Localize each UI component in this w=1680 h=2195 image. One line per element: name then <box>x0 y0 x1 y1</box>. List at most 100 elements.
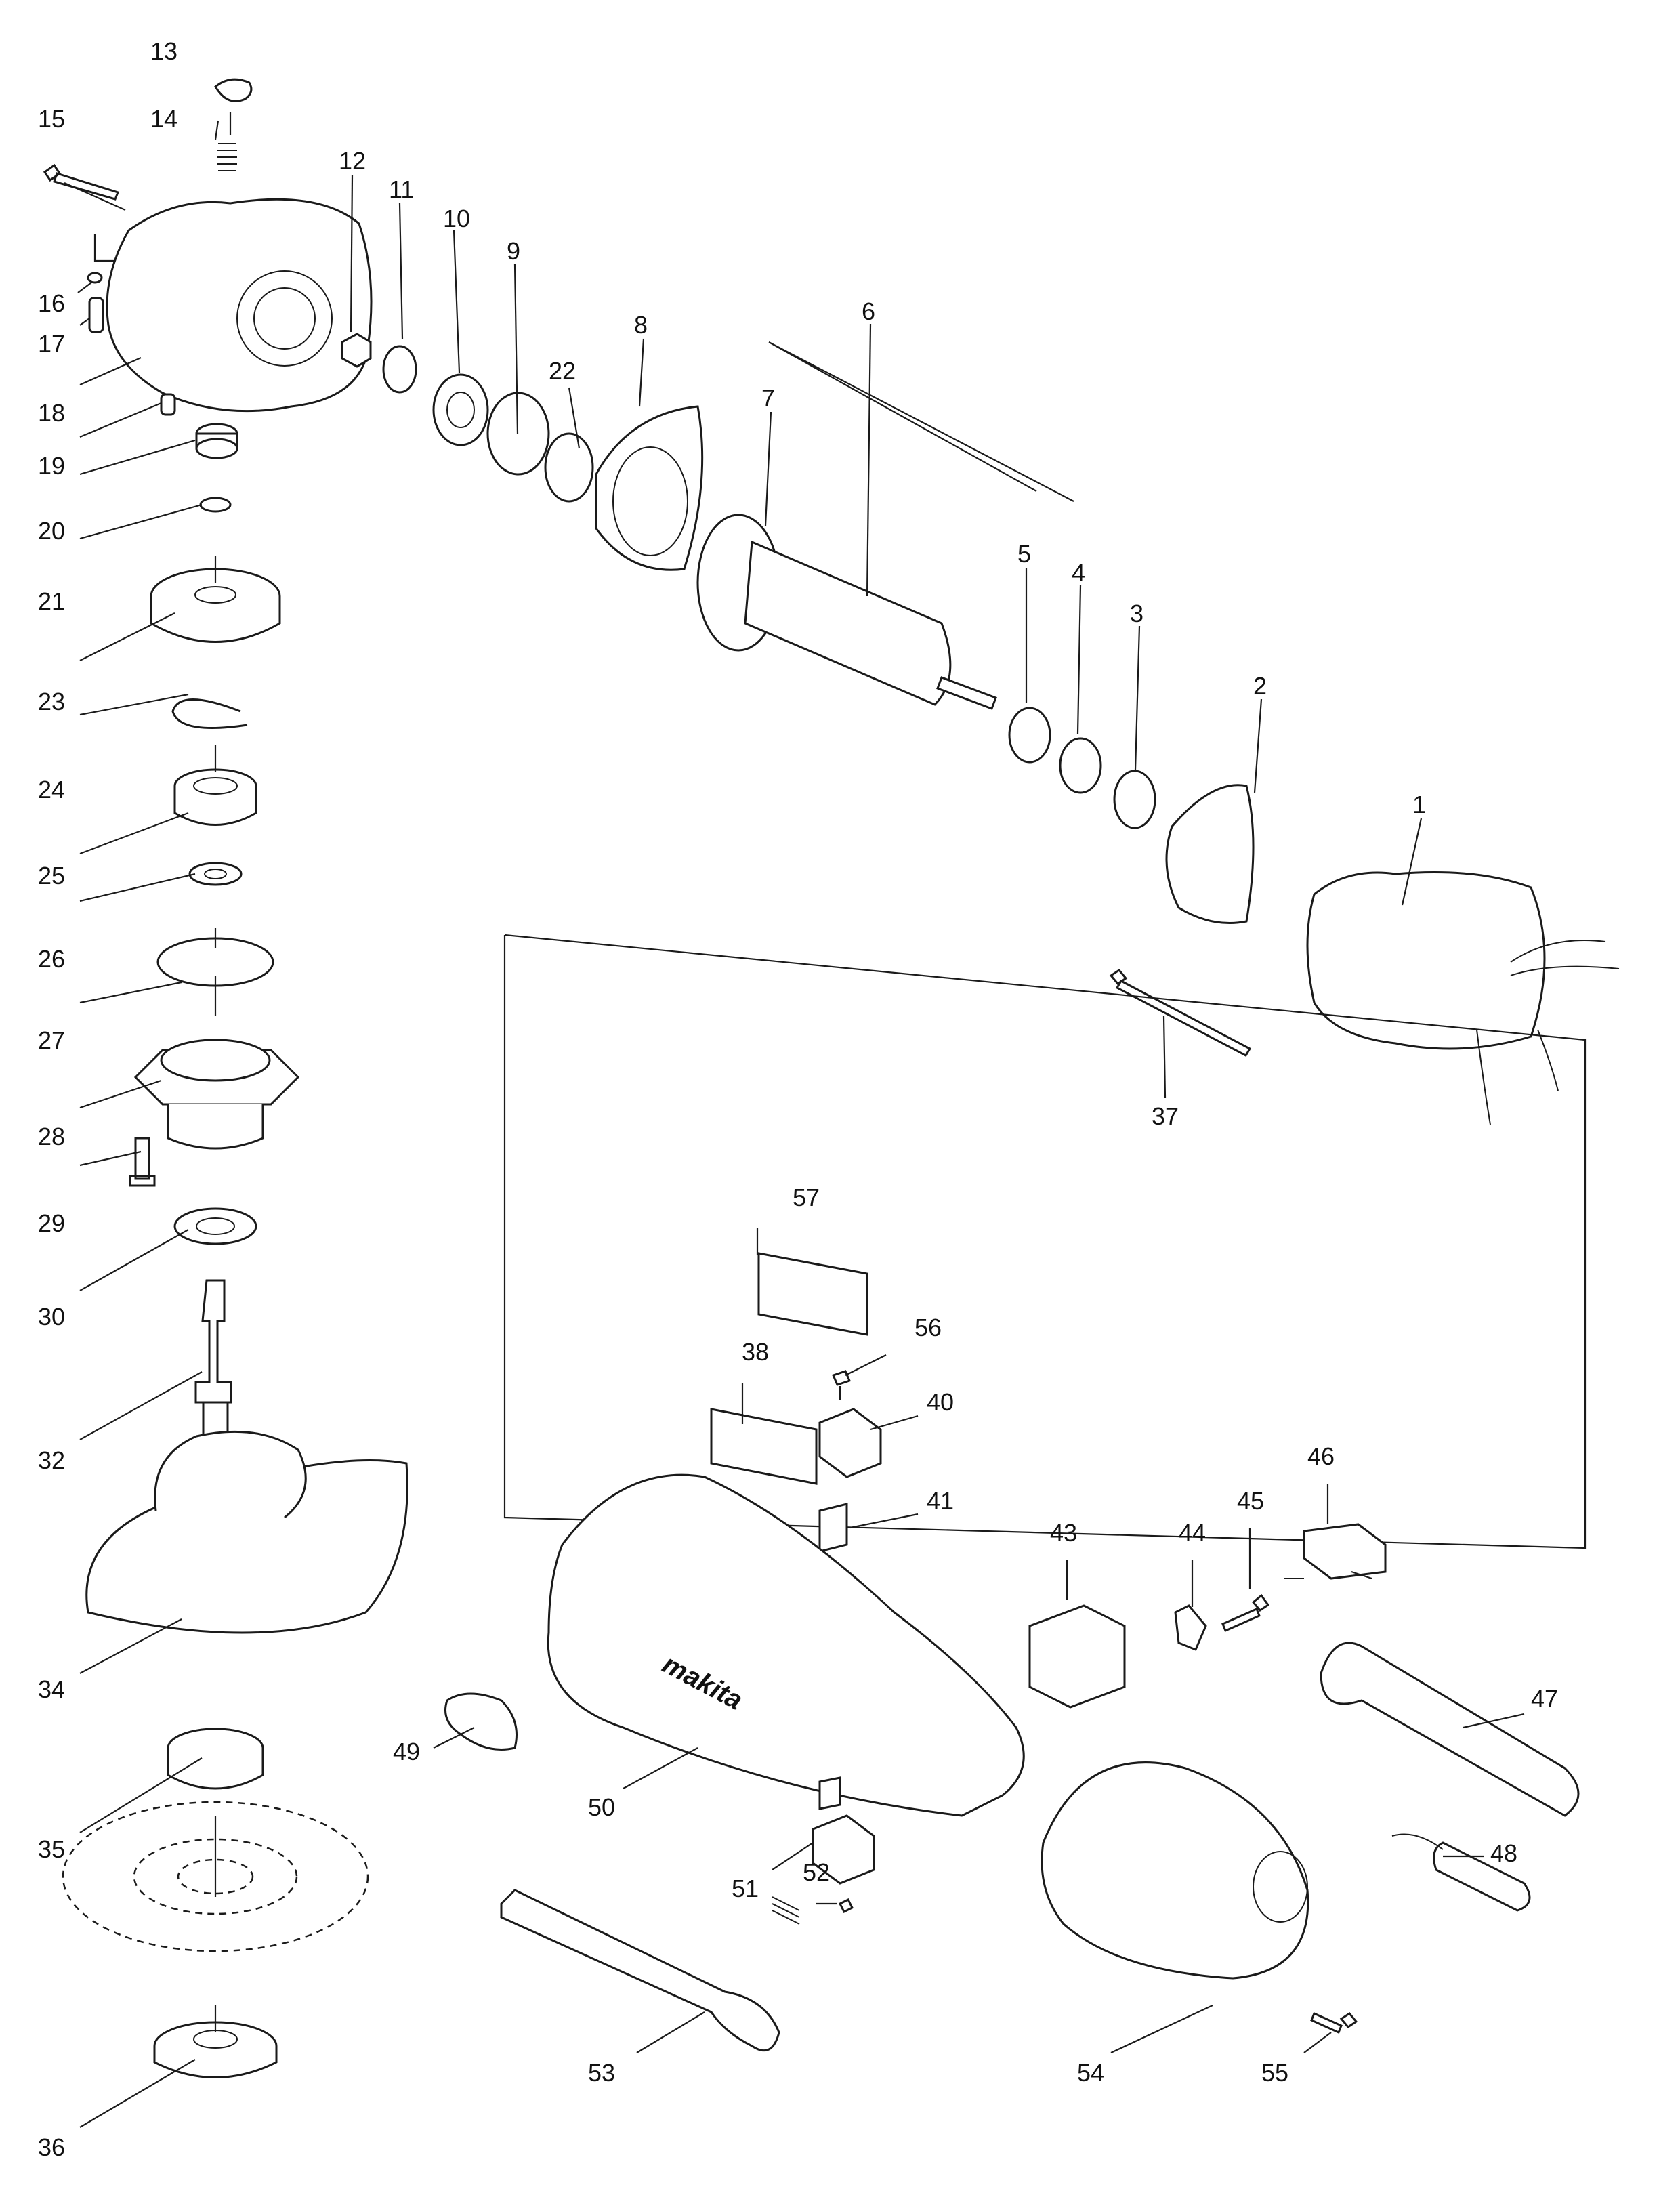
part-44-shape <box>1174 1604 1207 1651</box>
callout-17: 17 <box>38 330 65 358</box>
part-29-shape <box>129 1137 156 1187</box>
callout-45: 45 <box>1237 1487 1264 1515</box>
group-bracket-7 <box>768 341 1074 502</box>
part-32-shape <box>194 1279 232 1404</box>
part-43-shape <box>1028 1604 1126 1709</box>
part-54-opening <box>1253 1851 1308 1923</box>
callout-2: 2 <box>1253 672 1267 700</box>
part-22-shape <box>544 432 594 503</box>
part-53-shape <box>500 1889 780 2052</box>
callout-40: 40 <box>927 1388 954 1416</box>
callout-55: 55 <box>1261 2059 1288 2087</box>
part-23-hub <box>194 586 236 604</box>
callout-34: 34 <box>38 1675 65 1703</box>
part-49-shape <box>444 1692 518 1751</box>
part-20-base <box>195 438 238 459</box>
callout-12: 12 <box>339 147 366 175</box>
abrasive-wheel-mid <box>133 1838 298 1915</box>
part-18-bore-inner <box>253 287 316 350</box>
part-54-shape <box>1041 1761 1309 1980</box>
part-37-shape <box>1109 969 1252 1057</box>
part-15-shape <box>43 163 119 201</box>
callout-19: 19 <box>38 452 65 480</box>
part-24-shape <box>171 698 248 729</box>
part-36-side <box>153 2046 278 2078</box>
part-35-side <box>167 1748 264 1790</box>
part-45-shape <box>1221 1593 1270 1632</box>
part-41-shape <box>818 1503 848 1553</box>
part-1-shape <box>1306 871 1546 1050</box>
callout-35: 35 <box>38 1835 65 1863</box>
part-55-shape <box>1310 2011 1358 2034</box>
leader-lines <box>64 112 1525 2128</box>
callout-6: 6 <box>862 297 875 325</box>
part-8-hole <box>612 446 688 556</box>
part-5-shape <box>1008 707 1051 764</box>
callout-10: 10 <box>443 205 470 232</box>
part-51-shape <box>812 1814 875 1885</box>
callout-18: 18 <box>38 399 65 427</box>
callout-20: 20 <box>38 517 65 545</box>
housing-boundary-line <box>503 934 1587 1549</box>
callout-46: 46 <box>1307 1442 1335 1470</box>
callout-14: 14 <box>150 105 177 133</box>
part-46-shape <box>1303 1523 1387 1580</box>
part-26-hole <box>204 869 227 879</box>
part-17-shape <box>88 297 104 333</box>
part-16-shape <box>87 272 103 284</box>
callout-53: 53 <box>588 2059 615 2087</box>
part-40-shape <box>818 1408 882 1478</box>
part-23-side <box>150 596 281 643</box>
callout-9: 9 <box>507 237 520 265</box>
part-48-leads <box>1391 1833 1444 1850</box>
callout-28: 28 <box>38 1123 65 1150</box>
part-11-shape <box>382 345 417 394</box>
part-56-shape <box>831 1370 852 1400</box>
callout-41: 41 <box>927 1487 954 1515</box>
part-4-shape <box>1059 737 1102 794</box>
callout-48: 48 <box>1490 1839 1517 1867</box>
part-47-shape <box>1320 1642 1580 1817</box>
part-26-shape <box>188 862 243 886</box>
callout-29: 29 <box>38 1209 65 1237</box>
part-9-shape <box>486 392 550 476</box>
part-25-race <box>193 777 238 795</box>
callout-32: 32 <box>38 1446 65 1474</box>
part-1-wires <box>1476 940 1620 1125</box>
part-14-shape <box>217 143 237 171</box>
callout-1: 1 <box>1412 791 1426 818</box>
part-6-shaft <box>936 676 997 710</box>
callout-5: 5 <box>1017 540 1031 568</box>
abrasive-wheel-inner <box>177 1858 254 1895</box>
callout-7: 7 <box>761 384 775 412</box>
callout-16: 16 <box>38 289 65 317</box>
part-51-brush <box>818 1776 841 1810</box>
part-19-shape <box>160 393 176 416</box>
part-48-shape <box>1433 1841 1531 1912</box>
callout-26: 26 <box>38 945 65 973</box>
part-3-shape <box>1113 770 1156 829</box>
callout-30: 30 <box>38 1303 65 1331</box>
part-21-shape <box>199 497 232 513</box>
callout-47: 47 <box>1531 1685 1558 1713</box>
callout-11: 11 <box>389 175 414 203</box>
part-10-shape <box>432 373 489 446</box>
callout-4: 4 <box>1072 559 1085 587</box>
callout-36: 36 <box>38 2133 65 2161</box>
part-12-shape <box>341 333 372 368</box>
part-52-screw <box>838 1898 854 1914</box>
armature-assembly <box>93 234 1620 1125</box>
callout-13: 13 <box>150 37 177 65</box>
part-6-rotor <box>744 540 952 706</box>
part-38-shape <box>710 1408 818 1485</box>
abrasive-wheel-outer <box>62 1801 369 1952</box>
callout-8: 8 <box>634 311 648 339</box>
part-52-spring <box>772 1896 800 1925</box>
part-28-top <box>160 1039 271 1082</box>
part-25-side <box>173 786 257 826</box>
part-30-shape <box>173 1207 257 1245</box>
callout-27: 27 <box>38 1026 65 1054</box>
part-18-bore <box>236 270 333 367</box>
callout-49: 49 <box>393 1738 420 1765</box>
